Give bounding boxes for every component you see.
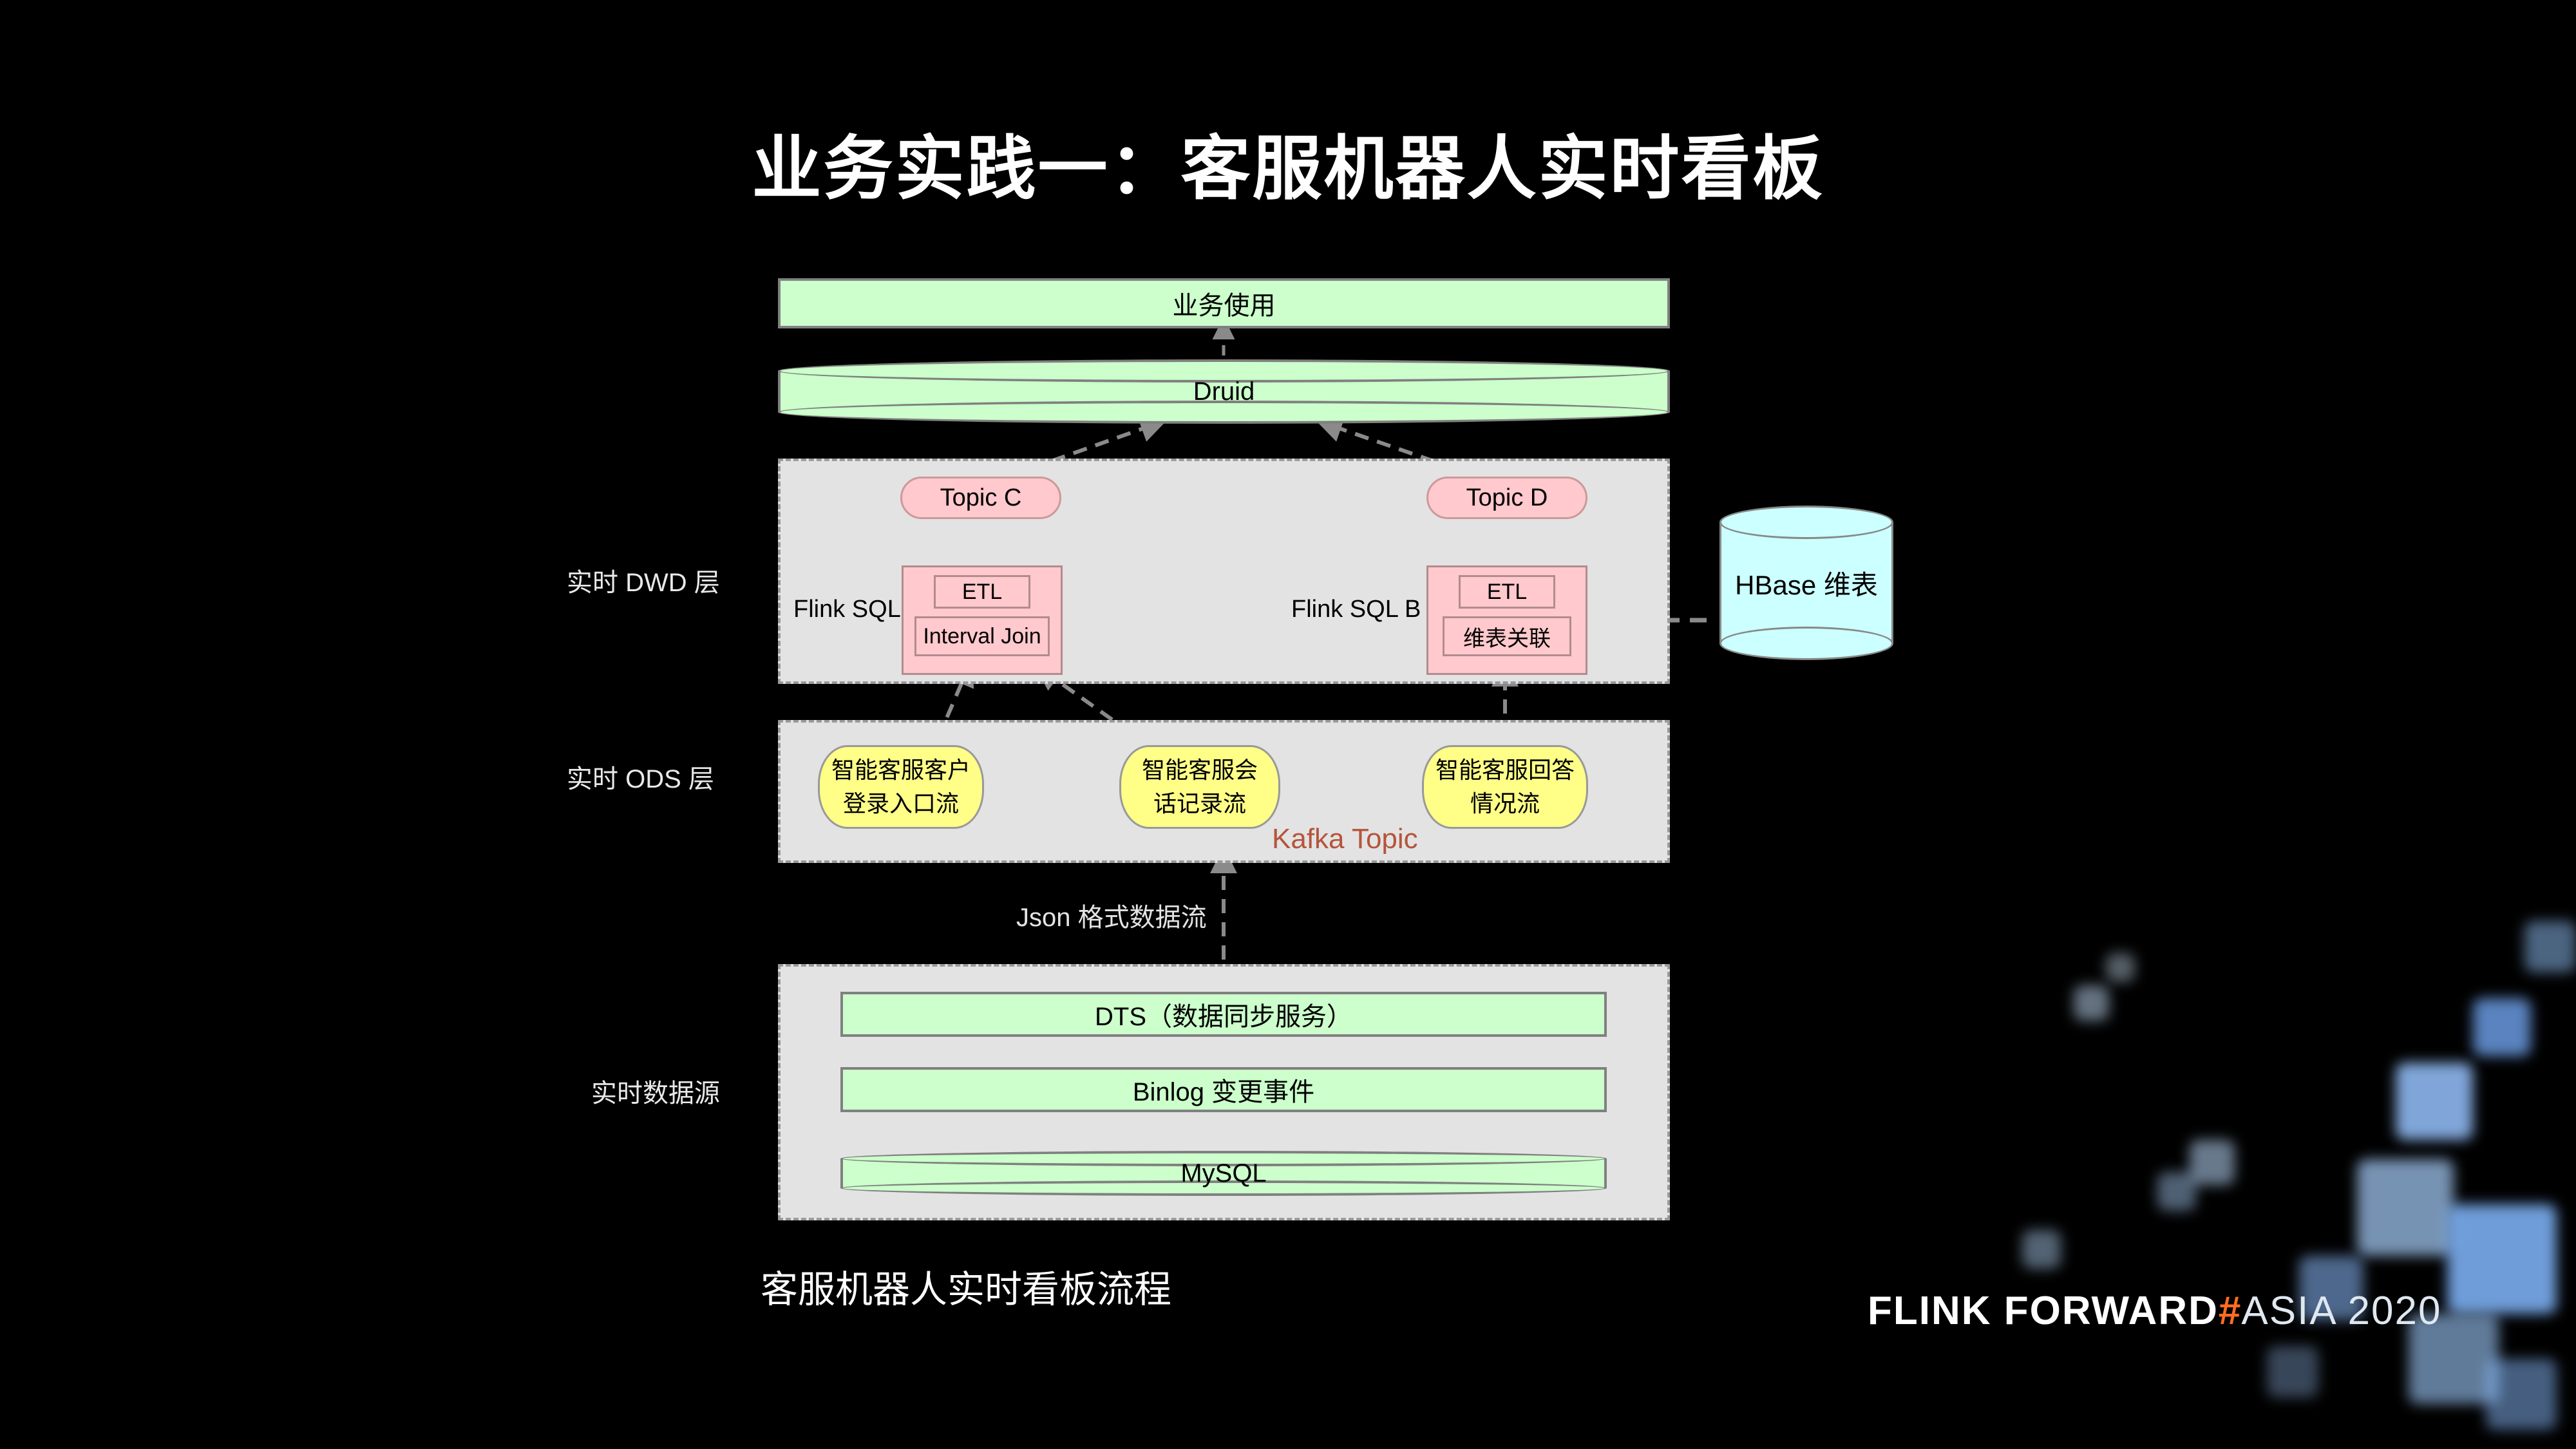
kafka-topic-node-3: 智能客服回答 情况流 bbox=[1422, 745, 1588, 829]
flink-forward-branding: FLINK FORWARD#ASIA 2020 bbox=[1868, 1288, 2441, 1334]
binlog-box: Binlog 变更事件 bbox=[840, 1067, 1607, 1112]
kafka-topic-node-1: 智能客服客户 登录入口流 bbox=[818, 745, 984, 829]
diagram-caption: 客服机器人实时看板流程 bbox=[760, 1269, 1171, 1311]
kafka-node-2-line1: 智能客服会 bbox=[1141, 756, 1258, 783]
etl-a-subbox: ETL bbox=[934, 575, 1030, 609]
hbase-cylinder-body bbox=[1719, 522, 1893, 643]
topic-d-node: Topic D bbox=[1426, 477, 1587, 519]
topic-c-node: Topic C bbox=[900, 477, 1061, 519]
flink-sql-b-name: Flink SQL B bbox=[1291, 596, 1421, 623]
flink-sql-a-box: ETL Interval Join bbox=[902, 565, 1063, 675]
brand-asia-2020: ASIA 2020 bbox=[2241, 1289, 2442, 1333]
topic-c-label: Topic C bbox=[940, 484, 1022, 511]
kafka-node-2-line2: 话记录流 bbox=[1153, 790, 1246, 817]
dim-join-subbox: 维表关联 bbox=[1443, 616, 1571, 656]
kafka-topic-node-2: 智能客服会 话记录流 bbox=[1119, 745, 1280, 829]
binlog-label: Binlog 变更事件 bbox=[1132, 1078, 1315, 1106]
kafka-topic-tag: Kafka Topic bbox=[1272, 823, 1418, 855]
mysql-cylinder-bottom bbox=[840, 1180, 1607, 1196]
layer-label-source: 实时数据源 bbox=[591, 1079, 720, 1108]
brand-flink-forward: FLINK FORWARD bbox=[1868, 1289, 2219, 1333]
business-use-bar: 业务使用 bbox=[778, 278, 1670, 328]
kafka-node-3-line1: 智能客服回答 bbox=[1435, 756, 1575, 783]
etl-b-subbox: ETL bbox=[1459, 575, 1555, 609]
kafka-node-3-line2: 情况流 bbox=[1470, 790, 1540, 817]
druid-label: Druid bbox=[1193, 377, 1255, 406]
kafka-node-1-line2: 登录入口流 bbox=[842, 790, 959, 817]
dts-box: DTS（数据同步服务） bbox=[840, 992, 1607, 1037]
layer-label-dwd: 实时 DWD 层 bbox=[567, 569, 720, 597]
hbase-cylinder-top bbox=[1719, 506, 1893, 539]
layer-label-ods: 实时 ODS 层 bbox=[567, 765, 714, 793]
druid-cylinder-top bbox=[778, 359, 1670, 383]
hbase-label: HBase 维表 bbox=[1735, 569, 1878, 600]
interval-join-subbox: Interval Join bbox=[914, 616, 1050, 656]
page-title: 业务实践一：客服机器人实时看板 bbox=[752, 129, 1824, 207]
topic-d-label: Topic D bbox=[1466, 484, 1548, 511]
flink-sql-b-box: ETL 维表关联 bbox=[1426, 565, 1587, 675]
dts-label: DTS（数据同步服务） bbox=[1095, 1003, 1352, 1031]
json-stream-note: Json 格式数据流 bbox=[1016, 904, 1207, 932]
brand-hash-icon: # bbox=[2218, 1289, 2242, 1333]
business-use-label: 业务使用 bbox=[1172, 292, 1276, 320]
mysql-cylinder: MySQL bbox=[840, 1151, 1607, 1196]
mysql-cylinder-top bbox=[840, 1151, 1607, 1166]
druid-cylinder-bottom bbox=[778, 401, 1670, 424]
druid-cylinder: Druid bbox=[778, 359, 1670, 424]
flink-sql-a-name: Flink SQL A bbox=[793, 596, 922, 623]
kafka-node-1-line1: 智能客服客户 bbox=[831, 756, 971, 783]
mysql-label: MySQL bbox=[1180, 1159, 1267, 1188]
hbase-dim-table-cylinder: HBase 维表 bbox=[1719, 506, 1893, 660]
hbase-cylinder-bottom bbox=[1719, 627, 1893, 660]
background-cube-decoration bbox=[1996, 869, 2576, 1449]
